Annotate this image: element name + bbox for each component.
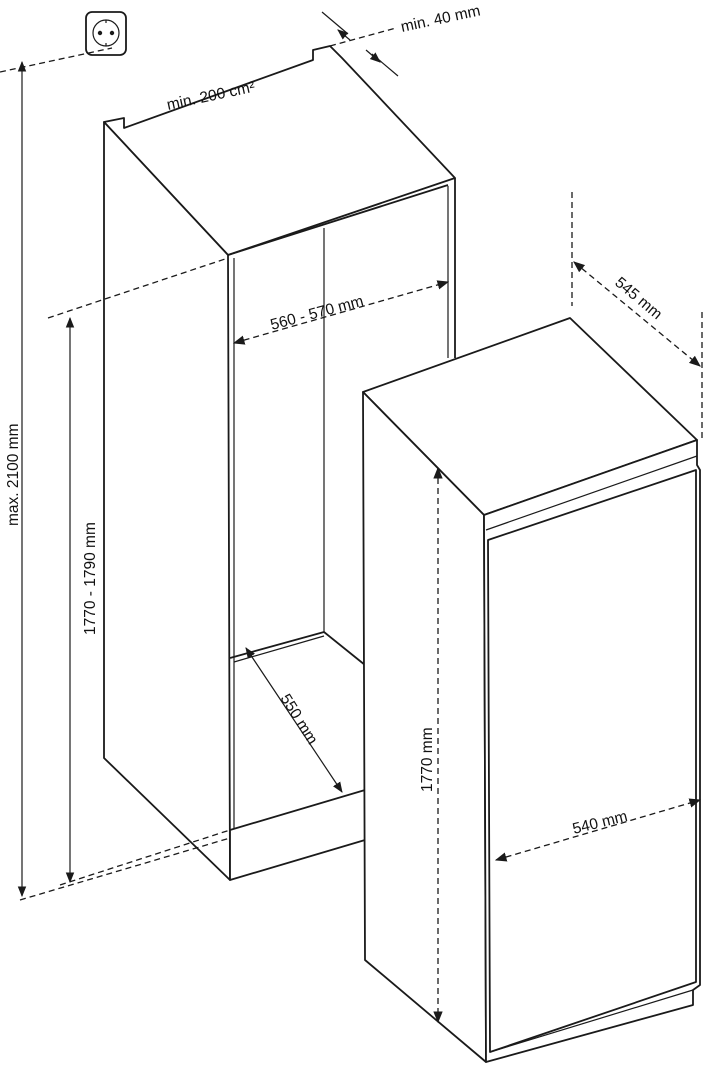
dim-niche-width [232,280,450,345]
label-niche-height: 1770 - 1790 mm [82,522,99,635]
dim-appliance-width [494,798,702,862]
power-socket-icon [85,11,127,56]
cabinet-opening-top [227,184,449,256]
dim-appliance-depth [571,192,703,440]
dim-max-height [0,47,231,901]
label-max-height: max. 2100 mm [5,423,22,526]
appliance-door-top-gap [485,455,698,531]
dim-niche-height [47,257,231,886]
label-niche-width: 560 - 570 mm [269,293,366,334]
appliance-door [487,469,697,1053]
cabinet-floor-back [233,635,325,663]
appliance [362,317,701,1063]
label-niche-depth: 550 mm [277,691,321,747]
dim-niche-depth [245,647,343,793]
cabinet [103,45,456,881]
cabinet-floor-edge [229,631,366,666]
cabinet-left-side [103,121,231,881]
appliance-plinth-line [489,989,694,1053]
cabinet-top [103,45,456,256]
label-ventilation-gap: min. 40 mm [399,2,482,35]
dim-ventilation-gap [321,11,399,77]
label-appliance-height: 1770 mm [419,727,436,792]
cabinet-plinth [229,789,366,881]
